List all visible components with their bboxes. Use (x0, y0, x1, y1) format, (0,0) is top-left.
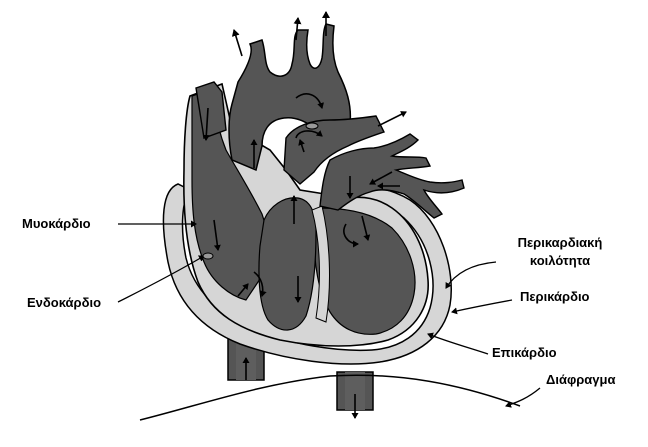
arrow-lv-curve (343, 223, 359, 248)
pulmonary-veins (319, 133, 465, 219)
arrow-branch-1 (231, 29, 243, 57)
label-epicardium: Επικάρδιο (492, 345, 557, 360)
arrow-arch (295, 93, 324, 109)
leader-endocardium (117, 255, 205, 303)
septum (311, 205, 330, 323)
leader-lines (117, 220, 541, 408)
arrow-pulm-left (377, 111, 407, 127)
superior-vena-cava (195, 81, 227, 139)
aortic-arch (228, 23, 352, 172)
arrow-rv-up (237, 283, 249, 297)
arrow-pulm-trunk (298, 139, 305, 153)
pulmonary-trunk (283, 115, 385, 185)
label-pericardial-cavity-line2: κοιλότητα (529, 253, 591, 268)
label-pericardial-cavity: Περικαρδιακή κοιλότητα (500, 234, 620, 270)
arrow-pulm-curve (295, 130, 323, 139)
label-endocardium: Ενδοκάρδιο (27, 295, 102, 310)
leader-pericardial-cavity (445, 261, 497, 289)
arrow-la-in (369, 171, 393, 185)
arrow-ra-down (213, 219, 221, 251)
label-myocardium: Μυοκάρδιο (22, 216, 91, 231)
leader-epicardium (427, 332, 489, 355)
diaphragm-line (139, 374, 521, 421)
arrow-rv-curve (253, 271, 267, 297)
right-ventricle (191, 87, 268, 301)
arrow-svc-down (202, 107, 210, 141)
label-pericardial-cavity-line1: Περικαρδιακή (517, 235, 603, 250)
leader-pericardium (451, 299, 513, 315)
arrow-lv-down (361, 215, 371, 241)
leader-diaphragm (505, 387, 541, 408)
flow-arrows (202, 11, 407, 419)
label-pericardium: Περικάρδιο (520, 289, 590, 304)
arrow-branch-2 (293, 17, 302, 41)
septal-chamber (258, 197, 317, 331)
label-diaphragm: Διάφραγμα (546, 372, 616, 387)
